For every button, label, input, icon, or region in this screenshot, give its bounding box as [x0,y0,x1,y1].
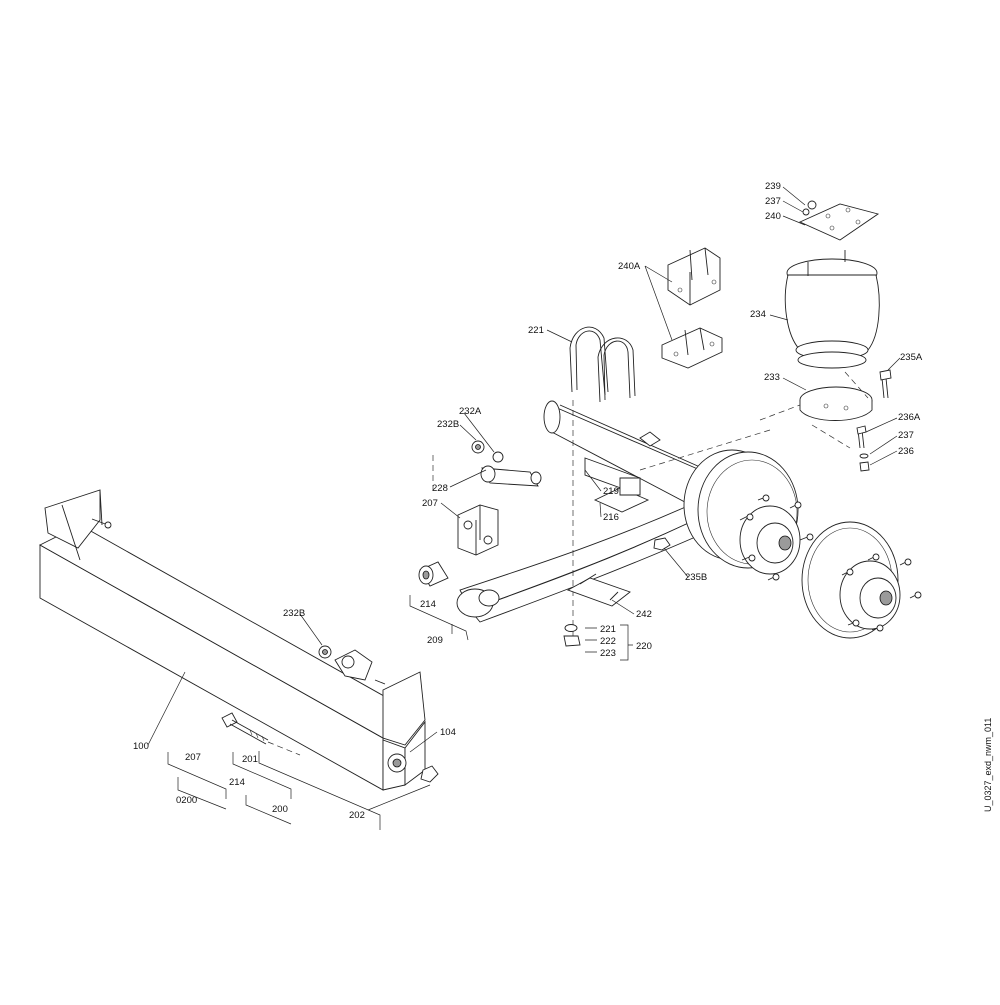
callout-242: 242 [636,609,652,620]
hanger-bracket-part [457,504,499,556]
nut-235b-part [653,537,671,551]
callout-237-top: 237 [765,196,781,207]
callout-207-upper: 207 [422,498,438,509]
u-bolts-part [569,326,636,650]
callout-221-top: 221 [528,325,544,336]
callout-200: 200 [272,804,288,815]
callout-232a: 232A [459,406,482,417]
callout-222: 222 [600,636,616,647]
callout-221-lower: 221 [600,624,616,635]
callout-237-right: 237 [898,430,914,441]
leader-lines [147,186,901,830]
axle-beam-part [543,400,701,513]
callout-228: 228 [432,483,448,494]
callout-0200: 0200 [176,795,197,806]
callout-235b: 235B [685,572,707,583]
callout-223: 223 [600,648,616,659]
bolt-201-part [221,712,301,756]
callout-232b-upper: 232B [437,419,459,430]
callout-234: 234 [750,309,766,320]
callout-239: 239 [765,181,781,192]
callout-209: 209 [427,635,443,646]
callout-236: 236 [898,446,914,457]
brake-disc-hub-part [801,521,922,639]
callout-219: 219 [603,486,619,497]
callout-232b-lower: 232B [283,608,305,619]
frame-crossmember-part [39,489,439,791]
callout-235a: 235A [900,352,923,363]
callout-216: 216 [603,512,619,523]
callout-236a: 236A [898,412,921,423]
shock-absorber-part [432,440,542,490]
drawing-id-label: U_0327_exd_nwm_011 [983,717,993,812]
callout-233: 233 [764,372,780,383]
assembly-centerline [639,429,771,471]
callout-207-lower: 207 [185,752,201,763]
callout-240: 240 [765,211,781,222]
bushing-mount-lower-part [318,645,373,681]
brake-drum-hub-part [683,449,814,581]
callout-220: 220 [636,641,652,652]
callout-201: 201 [242,754,258,765]
callout-214-lower: 214 [229,777,245,788]
callout-100: 100 [133,741,149,752]
air-spring-part [759,200,892,472]
callout-214-upper: 214 [420,599,436,610]
callout-240a: 240A [618,261,641,272]
callout-104: 104 [440,727,456,738]
spring-seat-part [563,573,631,647]
callout-202: 202 [349,810,365,821]
air-spring-brackets-part [661,247,723,369]
